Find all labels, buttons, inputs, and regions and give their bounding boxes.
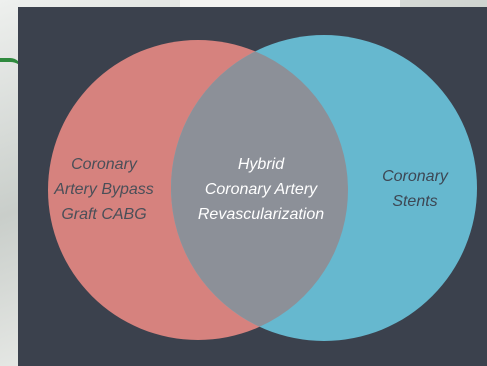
background-blur [180, 0, 400, 10]
hybrid-revascularization-label: Hybrid Coronary Artery Revascularization [197, 156, 325, 223]
overlap-region [170, 51, 349, 327]
cabg-label: Coronary Artery Bypass Graft CABG [54, 156, 154, 223]
background-tube [0, 58, 22, 76]
coronary-stents-label: Coronary Stents [382, 168, 448, 210]
